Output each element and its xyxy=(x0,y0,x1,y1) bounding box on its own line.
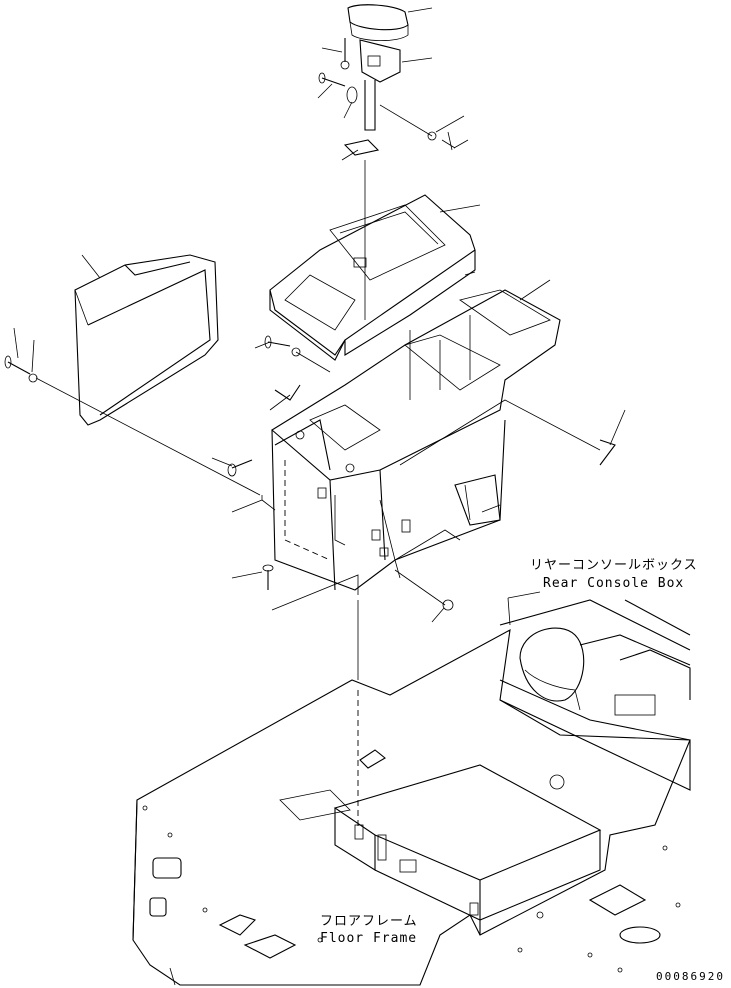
fasteners xyxy=(4,271,616,611)
floor-frame-label-en: Floor Frame xyxy=(320,931,418,946)
side-cover xyxy=(74,254,219,426)
console-box-body xyxy=(271,289,561,591)
rear-console-box-label-en: Rear Console Box xyxy=(543,576,685,591)
upper-cover xyxy=(269,194,476,361)
armrest-pad xyxy=(318,4,456,156)
floor-frame-label-jp: フロアフレーム xyxy=(320,914,418,929)
leader-lines xyxy=(13,7,626,830)
drawing-number: 00086920 xyxy=(656,970,725,983)
floor-frame xyxy=(132,628,691,986)
rear-console-box xyxy=(499,599,691,741)
rear-console-box-label-jp: リヤーコンソールボックス xyxy=(530,558,698,573)
